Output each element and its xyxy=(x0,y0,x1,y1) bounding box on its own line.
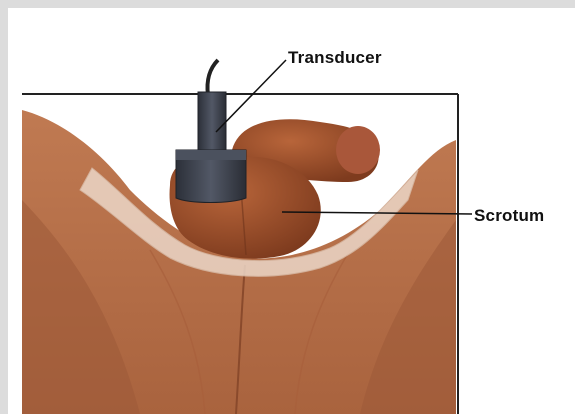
probe-head-top xyxy=(176,150,246,160)
probe-cable xyxy=(207,60,218,95)
penis-tip xyxy=(336,126,380,174)
transducer-label: Transducer xyxy=(288,48,382,68)
probe-handle xyxy=(198,92,226,154)
scrotum-label: Scrotum xyxy=(474,206,544,226)
